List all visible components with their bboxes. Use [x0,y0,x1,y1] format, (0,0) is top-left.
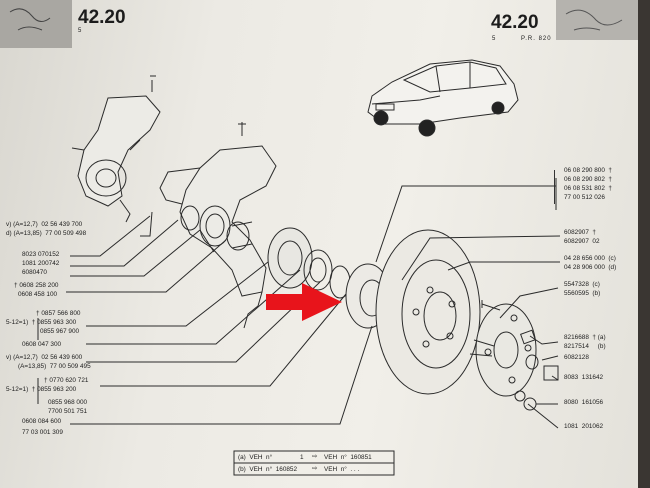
part-l3: 1081 200742 [22,260,60,267]
leader-r1 [375,178,557,263]
seal-left [180,205,200,231]
leader-l3 [70,219,179,267]
right-page-sub-num: 5 [492,36,497,42]
part-l8b: (A=13,85) 77 00 509 495 [18,363,91,370]
footer-row-b-arrow: ⇨ [312,465,318,472]
part-r7: 8083 131642 [564,374,604,381]
part-l6a: † 0857 566 800 [36,310,81,317]
washer-2 [514,390,526,402]
brake-disc-center [423,291,457,341]
right-page-number: 42.20 [491,12,539,33]
footer-row-a-from: 1 [300,454,304,461]
part-r9: 1081 201062 [564,423,604,430]
part-l7: 0608 047 300 [22,341,62,348]
part-l5a: † 0608 258 200 [14,282,59,289]
brake-disc-face [401,259,471,369]
washer-1 [525,354,539,370]
part-l9d: 7700 501 751 [48,408,88,415]
part-l9c: 0855 968 000 [48,399,88,406]
part-l1b: d) (A=13,85) 77 00 509 498 [6,230,87,237]
left-page-sub: 5 [78,28,83,34]
bearing-right [303,249,333,291]
part-l10a: 0608 084 600 [22,418,62,425]
footer-row-a-arrow: ⇨ [312,453,318,460]
part-l2: 8023 070152 [22,251,60,258]
part-l5b: 0608 458 100 [18,291,58,298]
part-r1b: 06 08 290 802 † [564,176,612,183]
right-page-sub-code: P.R. 820 [521,36,552,42]
footer-row-a-to: VEH n° 160851 [324,454,372,461]
left-header-tab [0,0,72,48]
car-illustration [367,59,519,137]
leader-l2 [70,215,151,257]
left-page-number: 42.20 [78,7,126,28]
leader-l5 [66,239,227,293]
part-l9b: 5-12=1) † 0855 963 200 [6,386,77,393]
tab-sketch-right [565,9,623,31]
bearing-center-outer [267,227,313,289]
part-r1a: 06 08 290 800 † [564,167,612,174]
hub-center [493,331,519,369]
part-r1c: 06 08 531 802 † [564,185,612,192]
right-header-tab [556,0,638,40]
leader-l9 [100,293,347,387]
part-r4b: 5560595 (b) [564,290,601,297]
part-l10b: 77 03 001 309 [22,429,63,436]
part-r2a: 6082907 † [564,229,596,236]
leader-r3 [447,261,560,271]
leader-r4 [499,287,559,319]
part-r3a: 04 28 656 000 (c) [564,255,616,262]
part-l6b: 5-12=1) † 0855 963 300 [6,319,77,326]
part-r1d: 77 00 512 026 [564,194,605,201]
part-r6: 6082128 [564,354,589,361]
tab-sketch-left [9,8,51,31]
knuckle-drawing-center [159,122,277,329]
part-l4: 6080470 [22,269,47,276]
leader-r9 [527,403,559,429]
nut-1 [520,329,536,345]
hub-flange [475,303,537,397]
stud-top [481,300,501,311]
leader-r5 [529,335,559,345]
leader-r6 [541,355,559,361]
leader-l1 [140,211,153,237]
page-right-edge [638,0,650,488]
brake-disc-outer [375,229,481,395]
part-l9a: † 0770 620 721 [44,377,89,384]
spacer [226,221,250,251]
leader-r2 [401,235,561,281]
footer-row-a-label: (a) VEH n° [238,454,273,461]
part-r3b: 04 28 906 000 (d) [564,264,617,271]
leader-r7 [551,375,559,381]
nut-2 [543,365,559,381]
bearing-right-inner [309,257,327,283]
part-r8: 8080 161056 [564,399,604,406]
knuckle-drawing-left [71,75,161,223]
bracket-r1 [554,170,625,204]
part-r4a: 5547328 (c) [564,281,600,288]
part-l6c: 0855 967 900 [40,328,80,335]
leader-l4 [70,229,201,277]
bearing-left-inner [205,213,225,239]
bearing-center-inner [277,240,303,276]
footer-row-b-label: (b) VEH n° 160852 [238,466,298,473]
part-r5b: 8217514 (b) [564,343,606,350]
leader-l10 [70,325,373,425]
part-r5a: 8216688 † (a) [564,334,606,341]
part-r2b: 6082907 02 [564,238,600,245]
part-l1a: v) (A=12,7) 02 56 439 700 [6,221,83,228]
leader-l6 [86,261,269,327]
footer-row-b-to: VEH n° . . . [324,466,360,473]
part-l8a: v) (A=12,7) 02 56 439 600 [6,354,83,361]
